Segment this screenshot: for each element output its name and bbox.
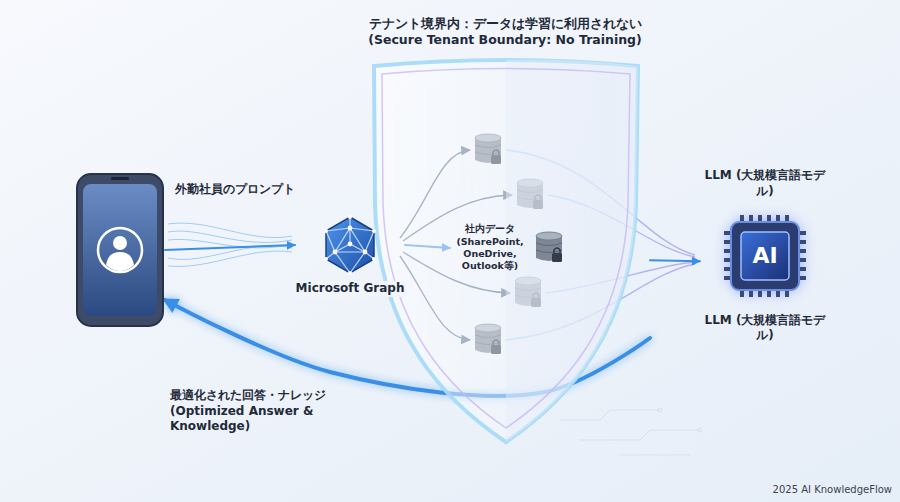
phone-illustration (77, 174, 163, 326)
chip-illustration (727, 218, 803, 294)
model-label: LLM (大規模言語モデル) (700, 168, 830, 199)
graph-hub: Microsoft Graph (295, 208, 405, 308)
edge-label: 最適化された回答・ナレッジ (Optimized Answer & Knowle… (170, 388, 342, 435)
phone-illustration (75, 172, 165, 328)
llm-chip: LLM (大規模言語モデル) AI LLM (大規模言語モデル) (700, 168, 830, 344)
model-arrow (650, 260, 700, 261)
graph-icon (324, 215, 376, 275)
prompt-label: 外勤社員のプロンプト (175, 182, 295, 198)
database-icon (536, 232, 562, 262)
graph-icon (319, 214, 381, 276)
tenant-shield: テナント境界内：データは学習に利用されない (Secure Tenant Bou… (360, 14, 650, 446)
data-label: 社内データ (SharePoint, OneDrive, Outlook等) (450, 223, 530, 272)
service-label: Microsoft Graph (296, 281, 405, 297)
phone-device: 外勤社員のプロンプト (75, 172, 165, 328)
prompt-arrow (165, 245, 295, 250)
prompt-stream (168, 223, 292, 266)
data-store: 社内データ (SharePoint, OneDrive, Outlook等) (450, 224, 570, 272)
shield-outline (374, 60, 638, 442)
boundary-title: テナント境界内：データは学習に利用されない (Secure Tenant Bou… (350, 16, 660, 49)
model-label: LLM (大規模言語モデル) (700, 313, 830, 344)
circuit-traces (560, 408, 702, 455)
chip-label: AI (752, 242, 777, 271)
watermark: 2025 AI KnowledgeFlow (773, 483, 892, 496)
database-icon (534, 230, 564, 266)
